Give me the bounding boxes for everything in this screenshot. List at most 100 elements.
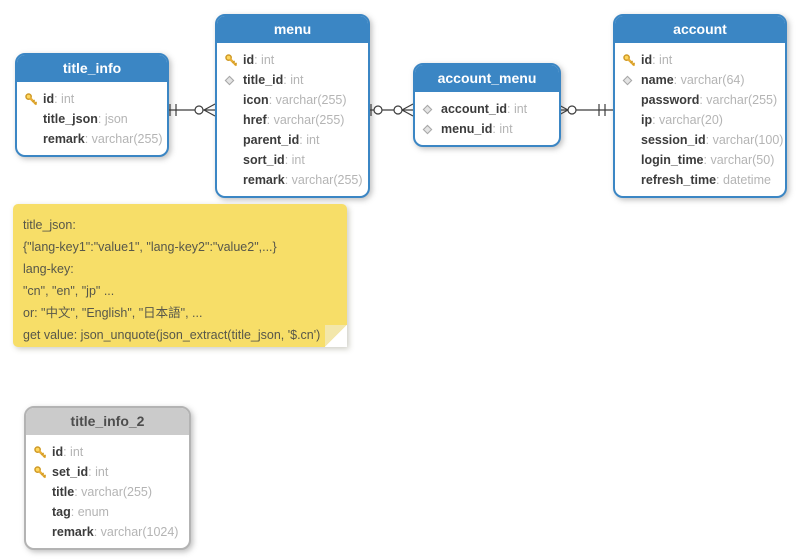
field-row: icon: varchar(255): [217, 90, 368, 110]
one-and-only-one-marker: [169, 104, 177, 116]
field-name: id: [641, 53, 653, 67]
field-name: login_time: [641, 153, 704, 167]
field-type: : json: [97, 112, 128, 126]
field-row: tag: enum: [26, 502, 189, 522]
field-name: set_id: [52, 465, 89, 479]
field-name: title_json: [43, 112, 98, 126]
field-type: : int: [54, 92, 75, 106]
field-row: href: varchar(255): [217, 110, 368, 130]
field-row: menu_id: int: [415, 119, 559, 139]
field-type: : int: [299, 133, 320, 147]
field-type: : varchar(50): [703, 153, 775, 167]
field-type: : varchar(255): [284, 173, 363, 187]
field-name: sort_id: [243, 153, 285, 167]
field-type: : varchar(255): [266, 113, 345, 127]
field-row: refresh_time: datetime: [615, 170, 785, 190]
one-and-only-one-marker: [598, 104, 606, 116]
field-row: id: int: [615, 50, 785, 70]
zero-circle-marker: [373, 105, 383, 115]
field-row: login_time: varchar(50): [615, 150, 785, 170]
table-title: title_info: [17, 55, 167, 84]
field-row: parent_id: int: [217, 130, 368, 150]
field-row: id: int: [26, 442, 189, 462]
field-name: remark: [243, 173, 285, 187]
zero-circle-marker: [194, 105, 204, 115]
field-type: : int: [88, 465, 109, 479]
field-name: remark: [43, 132, 85, 146]
field-type: : int: [284, 153, 305, 167]
field-name: refresh_time: [641, 173, 717, 187]
field-name: id: [43, 92, 55, 106]
field-name: icon: [243, 93, 269, 107]
field-name: href: [243, 113, 267, 127]
field-type: : varchar(255): [84, 132, 163, 146]
field-type: : int: [63, 445, 84, 459]
field-type: : varchar(64): [673, 73, 745, 87]
note-line: {"lang-key1":"value1", "lang-key2":"valu…: [23, 240, 277, 254]
field-name: title_id: [243, 73, 284, 87]
field-name: account_id: [441, 102, 507, 116]
field-name: title: [52, 485, 75, 499]
field-row: title_json: json: [17, 109, 167, 129]
zero-circle-marker: [393, 105, 403, 115]
primary-key-icon: [33, 465, 52, 479]
note-line: lang-key:: [23, 262, 74, 276]
field-row: set_id: int: [26, 462, 189, 482]
table-title: menu: [217, 16, 368, 45]
sticky-note[interactable]: title_json: {"lang-key1":"value1", "lang…: [13, 204, 347, 347]
field-type: : int: [652, 53, 673, 67]
field-row: remark: varchar(1024): [26, 522, 189, 542]
field-name: id: [243, 53, 255, 67]
field-type: : varchar(20): [652, 113, 723, 127]
crow-foot-marker: [203, 103, 216, 117]
table-title: account_menu: [415, 65, 559, 94]
connector-title_info-menu[interactable]: [165, 103, 216, 117]
field-type: : varchar(255): [268, 93, 347, 107]
field-row: remark: varchar(255): [217, 170, 368, 190]
table-title: account: [615, 16, 785, 45]
field-name: name: [641, 73, 674, 87]
note-folded-corner: [325, 325, 347, 347]
crow-foot-marker: [401, 103, 414, 117]
field-row: remark: varchar(255): [17, 129, 167, 149]
field-row: session_id: varchar(100): [615, 130, 785, 150]
field-name: id: [52, 445, 64, 459]
primary-key-icon: [622, 53, 641, 67]
field-row: sort_id: int: [217, 150, 368, 170]
field-type: : varchar(255): [699, 93, 778, 107]
field-type: : int: [283, 73, 304, 87]
note-line: or: "中文", "English", "日本語", ...: [23, 306, 203, 320]
field-name: tag: [52, 505, 71, 519]
field-name: session_id: [641, 133, 706, 147]
field-row: title: varchar(255): [26, 482, 189, 502]
note-line: title_json:: [23, 218, 76, 232]
primary-key-icon: [24, 92, 43, 106]
field-row: id: int: [17, 89, 167, 109]
note-line: "cn", "en", "jp" ...: [23, 284, 115, 298]
field-row: account_id: int: [415, 99, 559, 119]
diamond-icon: [422, 104, 441, 115]
field-type: : varchar(1024): [93, 525, 179, 539]
connector-menu-account_menu[interactable]: [365, 103, 414, 117]
field-row: name: varchar(64): [615, 70, 785, 90]
field-type: : enum: [70, 505, 109, 519]
note-line: get value: json_unquote(json_extract(tit…: [23, 328, 321, 342]
field-name: ip: [641, 113, 653, 127]
diamond-icon: [622, 75, 641, 86]
field-type: : int: [254, 53, 275, 67]
connector-account_menu-account[interactable]: [556, 103, 613, 117]
zero-circle-marker: [567, 105, 577, 115]
field-name: menu_id: [441, 122, 493, 136]
